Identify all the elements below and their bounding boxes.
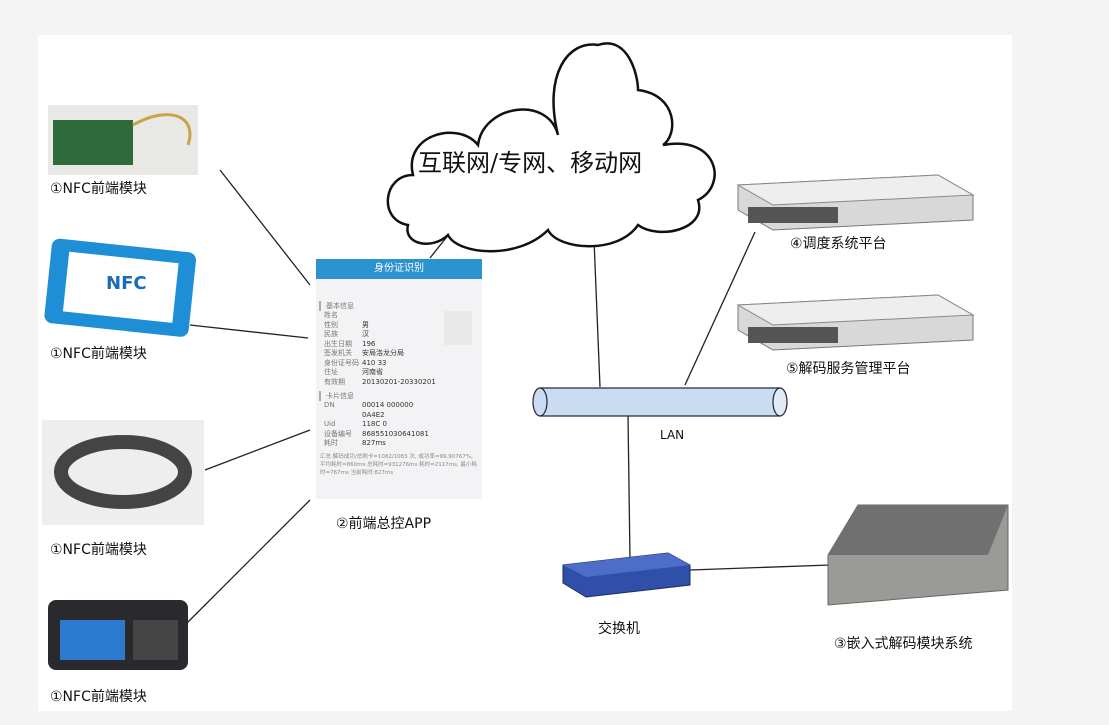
app-info-row: 住址 河南省 [316, 368, 482, 378]
app-info-key: DN [324, 401, 335, 409]
link-nfc2-app [189, 324, 309, 339]
nfc-module-label-4: ①NFC前端模块 [50, 689, 147, 705]
app-info-key: 性别 [324, 320, 338, 329]
app-info-row: 设备编号 868551030641081 [316, 430, 482, 440]
app-info-row: 性别 男 [316, 321, 482, 331]
id-photo [444, 311, 472, 345]
nfc-module-label-2: ①NFC前端模块 [50, 346, 147, 362]
app-info-row: 0A4E2 [316, 411, 482, 421]
nfc-phone-text: NFC [106, 273, 147, 294]
embedded-label: ③嵌入式解码模块系统 [834, 636, 973, 652]
app-info-row: 耗时 827ms [316, 439, 482, 449]
app-info-value: 868551030641081 [362, 429, 429, 438]
app-info-key: 耗时 [324, 439, 338, 447]
app-info-value: 安局洛龙分局 [362, 349, 404, 357]
app-info-row: 出生日期 196 [316, 340, 482, 350]
switch-image [562, 552, 691, 598]
app-info-key [324, 411, 362, 421]
app-info-value: 汉 [362, 330, 369, 338]
link-lan-server4 [684, 231, 756, 386]
app-footer: 汇总:解码成功/总刷卡=1082/1083 次, 成功率=99.90767%, … [320, 453, 477, 476]
app-info-row: 有效期 20130201-20330201 [316, 378, 482, 388]
app-info-row: 姓名 [316, 311, 482, 321]
app-info-value: 196 [362, 339, 376, 348]
lan-label: LAN [660, 428, 685, 442]
nfc-phone-image [44, 238, 196, 337]
diagram-canvas: 互联网/专网、移动网 ①NFC前端模块 NFC ①NFC前端模块 ①NFC前端模… [38, 35, 1012, 711]
app-info-value: 男 [362, 320, 369, 329]
app-info-value: 827ms [362, 439, 386, 447]
app-info-row: 民族 汉 [316, 330, 482, 340]
nfc-wristband-image [42, 420, 204, 525]
app-info-value: 410 33 [362, 358, 387, 367]
app-info-key: Uid [324, 420, 336, 428]
app-info-row: DN 00014 000000 [316, 401, 482, 411]
embedded-decoder-image [827, 504, 1009, 606]
app-info-key: 民族 [324, 330, 338, 338]
app-title: 身份证识别 [316, 259, 482, 279]
cloud-shape [386, 42, 716, 253]
app-section-basic: 基本信息 [319, 301, 482, 311]
app-info-key: 设备编号 [324, 429, 352, 438]
app-info-row: 签发机关 安局洛龙分局 [316, 349, 482, 359]
diagram-lines [42, 42, 1009, 670]
lan-cylinder [532, 387, 788, 417]
nfc-module-label-3: ①NFC前端模块 [50, 542, 147, 558]
app-info-key: 姓名 [324, 311, 338, 319]
server4-label: ④调度系统平台 [790, 236, 887, 252]
link-lan-switch [627, 414, 631, 561]
link-switch-embedded [689, 564, 831, 571]
app-info-value: 118C 0 [362, 420, 387, 428]
server5-label: ⑤解码服务管理平台 [786, 361, 911, 377]
nfc-module-label-1: ①NFC前端模块 [50, 181, 147, 197]
app-info-value: 河南省 [362, 368, 383, 376]
app-info-value: 0A4E2 [362, 410, 385, 419]
app-info-key: 出生日期 [324, 339, 352, 348]
switch-label: 交换机 [598, 621, 640, 637]
app-info-key: 签发机关 [324, 349, 352, 357]
app-info-key: 住址 [324, 368, 338, 376]
link-nfc3-app [204, 429, 311, 471]
link-nfc1-app [219, 169, 311, 286]
app-label: ②前端总控APP [336, 516, 432, 532]
app-section-card: 卡片信息 [319, 391, 482, 401]
app-info-key: 身份证号码 [324, 358, 359, 367]
server4-image [736, 174, 975, 231]
server5-image [736, 294, 975, 351]
nfc-module-board-image [48, 105, 198, 175]
link-nfc4-app [184, 499, 311, 626]
nfc-pos-terminal-image [48, 600, 188, 670]
app-info-value: 20130201-20330201 [362, 377, 436, 386]
app-info-key: 有效期 [324, 377, 345, 386]
cloud-label: 互联网/专网、移动网 [418, 149, 643, 177]
app-info-row: Uid 118C 0 [316, 420, 482, 430]
app-info-value: 00014 000000 [362, 401, 414, 409]
